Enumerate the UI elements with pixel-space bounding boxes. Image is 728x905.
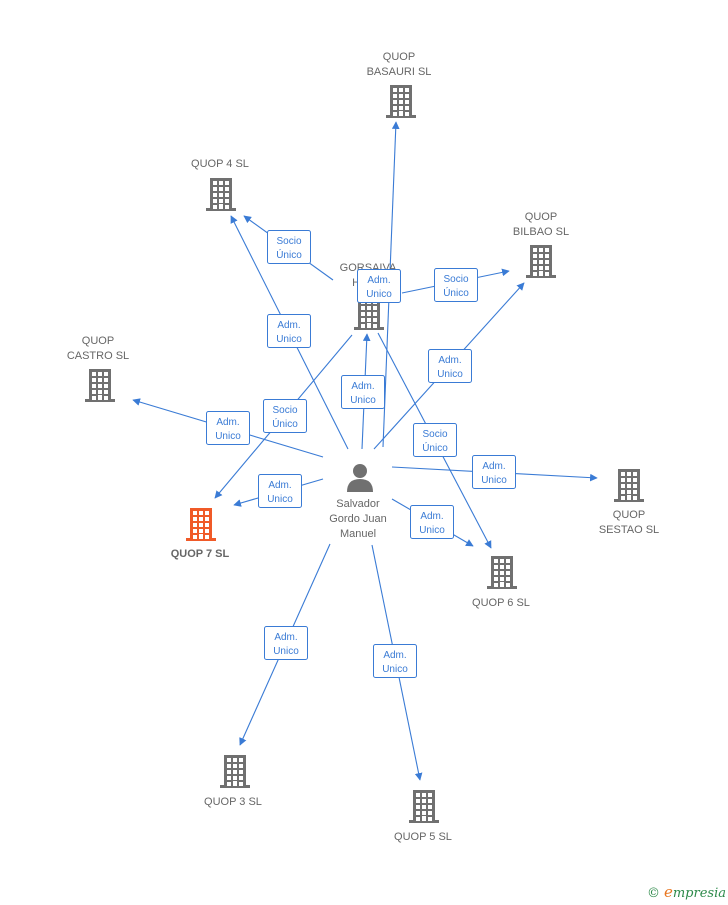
edge-label-salvador-sestao[interactable]: Adm. Unico xyxy=(472,455,516,489)
edge-label-line: Único xyxy=(276,248,302,261)
edge-label-box xyxy=(267,230,311,264)
edge-label-line: Unico xyxy=(273,646,299,657)
edge-label-line: Unico xyxy=(267,494,293,505)
building-icon xyxy=(85,369,115,402)
edge-labels-layer: Adm.UnicoSocioÚnicoAdm.UnicoSocioÚnicoAd… xyxy=(206,230,516,678)
edge-label-salvador-quop6[interactable]: Adm. Unico xyxy=(410,505,454,539)
edge-label-salvador-castro[interactable]: Adm. Unico xyxy=(206,411,250,445)
edge-label-salvador-bilbao[interactable]: Adm. Unico xyxy=(428,349,472,383)
edge-label-line: Adm. xyxy=(482,461,505,472)
edge-label-box xyxy=(434,268,478,302)
company-name: QUOP 4 SL xyxy=(191,158,249,170)
company-name: BILBAO SL xyxy=(513,226,569,238)
edge-label-line: Unico xyxy=(481,475,507,486)
edge-label-box xyxy=(410,505,454,539)
person-icon xyxy=(347,464,373,492)
edge-label-line: Unico xyxy=(276,334,302,345)
edge-label-line: Adm. xyxy=(274,632,297,643)
company-node-quop7[interactable]: QUOP 7 SL xyxy=(171,508,230,560)
edge-label-line: Socio xyxy=(272,405,297,416)
company-name: BASAURI SL xyxy=(367,66,432,78)
building-icon xyxy=(386,85,416,118)
edge-label-line: Socio xyxy=(276,236,301,247)
edge-label-line: Adm. xyxy=(367,275,390,286)
edge-label-line: Unico xyxy=(419,525,445,536)
building-icon xyxy=(526,245,556,278)
edge-label-box xyxy=(413,423,457,457)
company-name: QUOP xyxy=(525,211,557,223)
edge-label-box xyxy=(341,375,385,409)
company-name: QUOP xyxy=(613,509,645,521)
building-icon xyxy=(186,508,216,541)
edge-label-line: Socio xyxy=(443,274,468,285)
edge-label-line: Adm. xyxy=(420,511,443,522)
edge-label-line: Único xyxy=(272,417,298,430)
edge-label-line: Único xyxy=(443,286,469,299)
person-name: Salvador xyxy=(336,498,380,510)
edge-label-box xyxy=(258,474,302,508)
company-name: QUOP 3 SL xyxy=(204,796,262,808)
edge-label-box xyxy=(428,349,472,383)
person-name: Gordo Juan xyxy=(329,513,386,525)
building-icon xyxy=(409,790,439,823)
edge-label-salvador-quop3[interactable]: Adm. Unico xyxy=(264,626,308,660)
company-node-basauri[interactable]: QUOP BASAURI SL xyxy=(367,51,432,118)
company-node-bilbao[interactable]: QUOP BILBAO SL xyxy=(513,211,569,278)
company-name: QUOP 6 SL xyxy=(472,597,530,609)
company-node-quop5[interactable]: QUOP 5 SL xyxy=(394,790,452,843)
edge-label-box xyxy=(357,269,401,303)
brand-initial: e xyxy=(663,883,673,901)
company-node-castro[interactable]: QUOP CASTRO SL xyxy=(67,335,129,402)
edge-label-salvador-quop4[interactable]: Adm. Unico xyxy=(267,314,311,348)
edge-label-salvador-quop7[interactable]: Adm. Unico xyxy=(258,474,302,508)
edge-label-line: Adm. xyxy=(438,355,461,366)
edge-label-line: Socio xyxy=(422,429,447,440)
edge-label-box xyxy=(267,314,311,348)
edge-label-box xyxy=(373,644,417,678)
edge-label-salvador-gorsaiva[interactable]: Adm. Unico xyxy=(341,375,385,409)
empresia-logo[interactable]: ©empresia xyxy=(647,883,726,901)
edge-label-line: Unico xyxy=(350,395,376,406)
company-node-quop4[interactable]: QUOP 4 SL xyxy=(191,158,249,211)
edge-label-line: Adm. xyxy=(351,381,374,392)
company-name: QUOP xyxy=(82,335,114,347)
edge-label-box xyxy=(263,399,307,433)
edge-label-line: Adm. xyxy=(383,650,406,661)
company-name: QUOP 5 SL xyxy=(394,831,452,843)
edge-label-line: Adm. xyxy=(268,480,291,491)
building-icon xyxy=(614,469,644,502)
edge-label-box xyxy=(206,411,250,445)
edge-label-box xyxy=(264,626,308,660)
edge-label-line: Único xyxy=(422,441,448,454)
brand-name: mpresia xyxy=(672,886,726,901)
building-icon xyxy=(487,556,517,589)
company-name: QUOP xyxy=(383,51,415,63)
company-node-quop3[interactable]: QUOP 3 SL xyxy=(204,755,262,808)
edge-label-salvador-basauri[interactable]: Adm. Unico xyxy=(357,269,401,303)
edge-label-line: Unico xyxy=(382,664,408,675)
company-name: CASTRO SL xyxy=(67,350,129,362)
copyright-symbol: © xyxy=(646,886,660,901)
edge-label-line: Unico xyxy=(437,369,463,380)
company-node-quop6[interactable]: QUOP 6 SL xyxy=(472,556,530,609)
edge-label-salvador-quop5[interactable]: Adm. Unico xyxy=(373,644,417,678)
edge-label-line: Unico xyxy=(215,431,241,442)
company-name: QUOP 7 SL xyxy=(171,548,230,560)
building-icon xyxy=(220,755,250,788)
edge-label-line: Unico xyxy=(366,289,392,300)
company-node-sestao[interactable]: QUOP SESTAO SL xyxy=(599,469,659,536)
edge-label-line: Adm. xyxy=(277,320,300,331)
edge-label-box xyxy=(472,455,516,489)
company-name: SESTAO SL xyxy=(599,524,659,536)
building-icon xyxy=(206,178,236,211)
edge-label-line: Adm. xyxy=(216,417,239,428)
person-name: Manuel xyxy=(340,528,376,540)
